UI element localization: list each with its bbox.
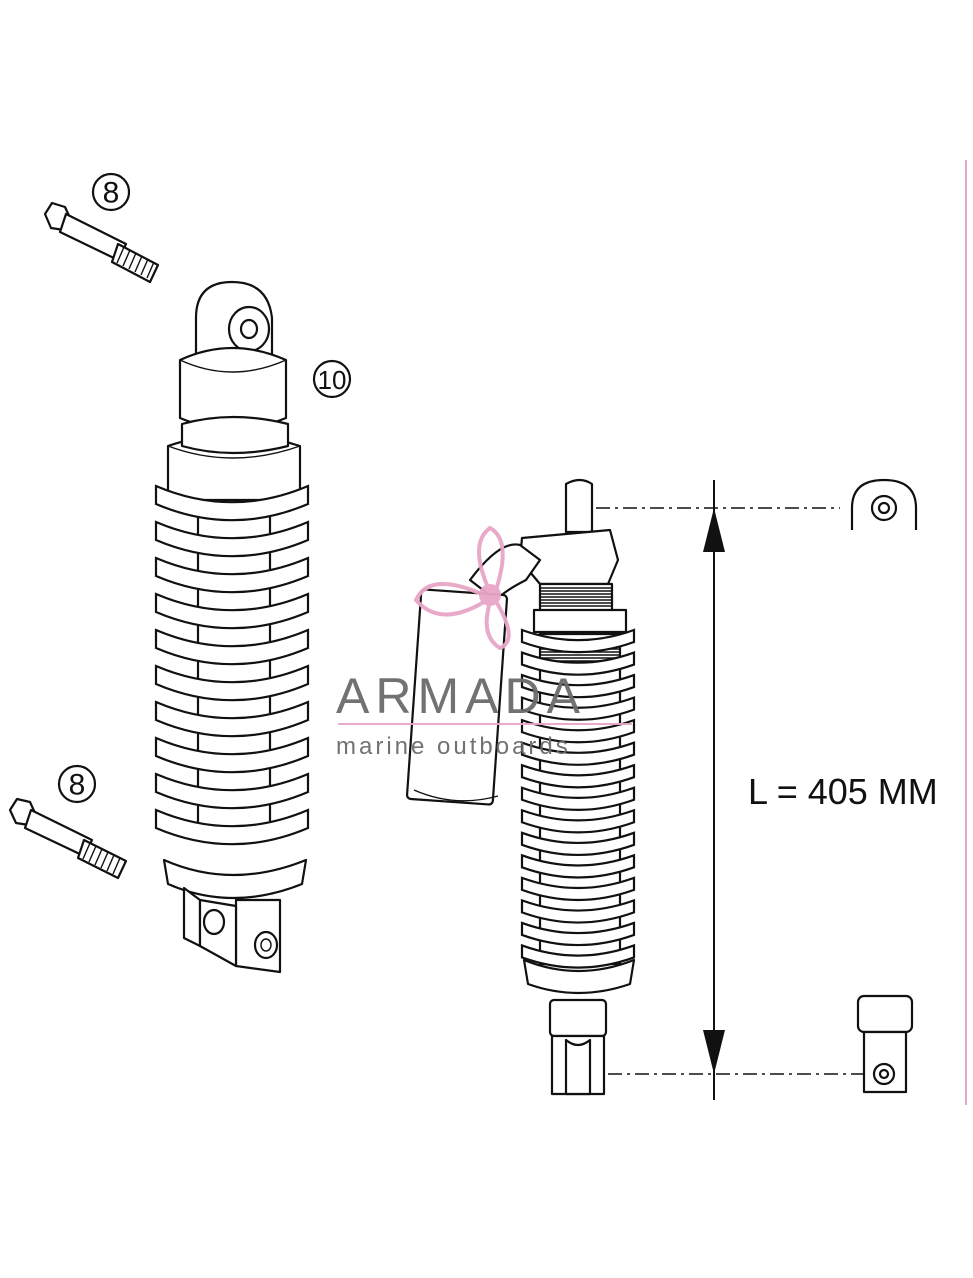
spring-coil — [520, 808, 636, 834]
left-spring-coils — [154, 484, 310, 846]
spring-coil — [154, 808, 310, 846]
callout-label-8-bottom: 8 — [69, 769, 86, 802]
spring-coil — [154, 700, 310, 738]
bottom-eye-detail — [856, 994, 914, 1094]
spring-coil — [520, 650, 636, 676]
spring-coil — [154, 736, 310, 774]
dimension-indicator — [596, 480, 864, 1100]
top-eye-detail — [850, 478, 918, 530]
spring-coil — [520, 831, 636, 856]
spring-coil — [154, 772, 310, 810]
callout-circle-8-top — [91, 172, 131, 212]
shock-absorber-assembly — [154, 280, 310, 974]
spring-coil — [520, 741, 636, 766]
spring-coil — [520, 763, 636, 789]
spring-coil — [154, 556, 310, 594]
spring-coil — [520, 853, 636, 879]
spring-coil — [520, 943, 636, 969]
bolt-top — [43, 201, 160, 284]
callout-label-8-top: 8 — [103, 177, 120, 210]
right-spring-coils — [520, 628, 636, 969]
spring-coil — [520, 673, 636, 699]
propeller-icon — [413, 525, 511, 651]
callout-circle-10 — [312, 359, 352, 399]
spring-coil — [520, 921, 636, 947]
spring-coil — [154, 592, 310, 630]
callout-label-10: 10 — [318, 365, 347, 395]
spring-coil — [520, 628, 636, 654]
spring-coil — [520, 718, 636, 744]
spring-coil — [154, 628, 310, 666]
spring-coil — [154, 520, 310, 558]
bolt-bottom — [8, 797, 128, 880]
dimension-label: L = 405 MM — [748, 771, 938, 812]
callout-circle-8-bottom — [57, 764, 97, 804]
spring-coil — [520, 696, 636, 721]
spring-coil — [520, 898, 636, 924]
spring-coil — [154, 484, 310, 522]
watermark-title: ARMADA — [336, 668, 586, 724]
shock-absorber-dimension-view — [405, 478, 636, 1096]
spring-coil — [154, 664, 310, 702]
spring-coil — [520, 786, 636, 811]
watermark-logo: ARMADA marine outboards — [336, 525, 632, 760]
watermark-subtitle: marine outboards — [336, 733, 571, 760]
spring-coil — [520, 876, 636, 902]
